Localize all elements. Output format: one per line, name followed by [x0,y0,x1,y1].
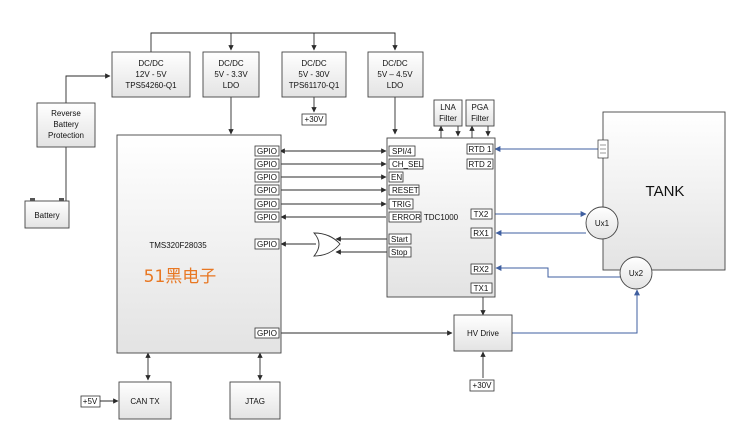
tdc-name: TDC1000 [424,213,459,222]
battery-label: Battery [34,211,59,220]
tdc-pin-stop: Stop [391,248,408,257]
ux2-label: Ux2 [629,269,644,278]
supply-12v-5v: DC/DC 12V - 5V TPS54260-Q1 [111,51,191,98]
reverse-protection-line2: Battery [53,120,78,129]
supply-12v-5v-line1: DC/DC [138,59,164,68]
gpio-pins: GPIO GPIO GPIO GPIO GPIO GPIO GPIO GPIO [254,145,280,339]
pga-filter-line1: PGA [472,103,490,112]
supply-5v-3v3-line2: 5V - 3.3V [214,70,248,79]
gpio-pin-label: GPIO [257,147,277,156]
supply-5v-30v-line1: DC/DC [301,59,327,68]
v30-top-label: +30V [301,113,327,126]
or-gate-icon [312,232,341,257]
tank-label: TANK [646,183,685,200]
gpio-pin-label: GPIO [257,213,277,222]
supply-5v-3v3: DC/DC 5V - 3.3V LDO [202,51,260,98]
reverse-protection-line1: Reverse [51,109,81,118]
supply-5v-4v5-line2: 5V – 4.5V [377,70,413,79]
tdc-pin-rtd1: RTD 1 [469,145,493,154]
svg-text:+5V: +5V [83,397,98,406]
watermark-text: 51黑电子 [144,267,217,287]
battery-terminal-icon [30,198,35,201]
gpio-pin-label: GPIO [257,173,277,182]
pga-filter: PGA Filter [465,99,495,127]
battery-terminal-icon [59,198,64,201]
supply-5v-30v: DC/DC 5V - 30V TPS61170-Q1 [281,51,347,98]
supply-5v-4v5: DC/DC 5V – 4.5V LDO [367,51,424,98]
pga-filter-line2: Filter [471,114,489,123]
svg-text:+30V: +30V [305,115,325,124]
hv-drive: HV Drive [453,314,513,352]
tdc-pin-reset: RESET [392,186,419,195]
tdc-block: TDC1000 SPI/4 CH_SEL EN RESET TRIG ERROR… [386,137,496,298]
tdc-right-pins: RTD 1 RTD 2 TX2 RX1 RX2 TX1 [466,143,494,294]
lna-filter: LNA Filter [433,99,463,127]
lna-filter-line2: Filter [439,114,457,123]
gpio-pin-label: GPIO [257,329,277,338]
transducer-wires [494,146,640,334]
hv-drive-label: HV Drive [467,329,500,338]
ux1-transducer: Ux1 [585,206,619,240]
supply-12v-5v-line2: 12V - 5V [135,70,167,79]
can-tx-label: CAN TX [130,397,160,406]
gpio-pin-label: GPIO [257,160,277,169]
tank: TANK [597,111,726,271]
battery: Battery [24,198,70,229]
tdc-pin-ch-sel: CH_SEL [392,160,424,169]
gpio-pin-label: GPIO [257,240,277,249]
ux2-transducer: Ux2 [619,256,653,290]
jtag-label: JTAG [245,397,265,406]
tdc-pin-rx2: RX2 [473,265,489,274]
tdc-pin-spi: SPI/4 [392,147,412,156]
ux1-label: Ux1 [595,219,610,228]
mcu-name: TMS320F28035 [149,241,207,250]
svg-text:+30V: +30V [473,381,493,390]
tdc-pin-tx1: TX1 [474,284,489,293]
supply-5v-4v5-line1: DC/DC [382,59,408,68]
tdc-pin-error: ERROR [392,213,421,222]
tdc-pin-en: EN [391,173,402,182]
supply-5v-30v-line3: TPS61170-Q1 [289,81,340,90]
gpio-pin-label: GPIO [257,200,277,209]
reverse-protection-line3: Protection [48,131,84,140]
v5-label: +5V [80,395,101,408]
jtag: JTAG [229,381,281,420]
v30-bottom-label: +30V [469,379,495,392]
mcu-block: TMS320F28035 51黑电子 GPIO GPIO GPIO GPIO G… [116,134,282,354]
gpio-pin-label: GPIO [257,186,277,195]
supply-5v-3v3-line3: LDO [223,81,239,90]
supply-12v-5v-line3: TPS54260-Q1 [125,81,177,90]
lna-filter-line1: LNA [440,103,456,112]
reverse-battery-protection: Reverse Battery Protection [36,102,96,148]
tdc-left-pins: SPI/4 CH_SEL EN RESET TRIG ERROR Start S… [388,145,424,258]
supply-5v-4v5-line3: LDO [387,81,403,90]
supply-5v-30v-line2: 5V - 30V [298,70,330,79]
tdc-pin-start: Start [391,235,409,244]
tdc-pin-tx2: TX2 [474,210,489,219]
tdc-pin-trig: TRIG [392,200,411,209]
tdc-pin-rx1: RX1 [473,229,489,238]
power-distribution-wires [65,32,491,201]
can-tx: CAN TX [118,381,172,420]
supply-5v-3v3-line1: DC/DC [218,59,244,68]
tdc-pin-rtd2: RTD 2 [469,160,493,169]
gpio-signal-wires [100,148,486,404]
